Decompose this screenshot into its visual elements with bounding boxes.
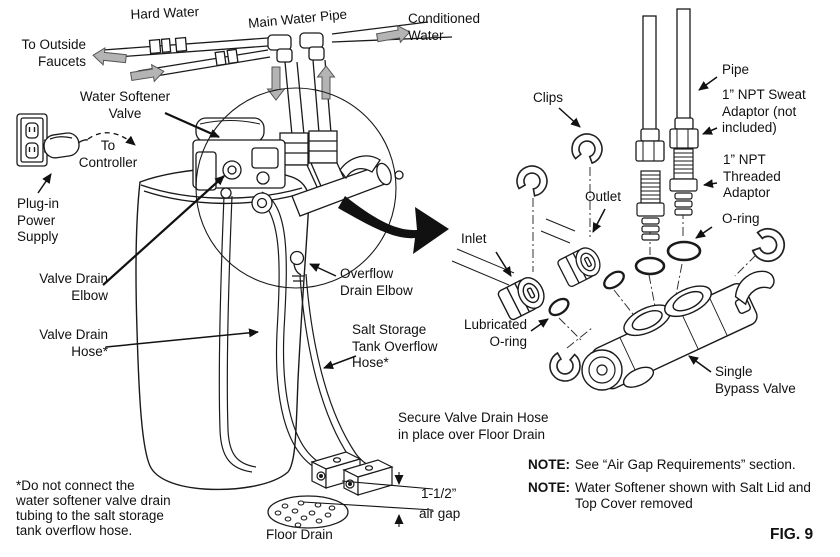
- label-conditioned-water: Conditioned Water: [408, 11, 481, 43]
- overflow-elbow-drawing: [289, 250, 305, 282]
- floor-drain-drawing: [267, 495, 349, 529]
- inlet-fitting-drawing: [497, 277, 545, 321]
- power-plug-drawing: [43, 132, 89, 159]
- label-valve-drain-elbow: Valve Drain Elbow: [39, 271, 108, 303]
- label-salt-storage-tank-overflow-hose: Salt Storage Tank Overflow Hose*: [352, 322, 438, 370]
- label-inlet: Inlet: [461, 231, 487, 246]
- note-text: Water Softener shown with Salt Lid and T…: [575, 480, 811, 511]
- air-gap-dimension: [302, 472, 434, 527]
- label-air-gap-size: 1-1/2”: [421, 486, 457, 501]
- bypass-valve-drawing: [581, 270, 775, 391]
- footnote: *Do not connect the water softener valve…: [16, 478, 171, 538]
- note-label: NOTE:: [528, 480, 570, 495]
- wall-outlet-drawing: [16, 113, 48, 167]
- label-pipe: Pipe: [722, 62, 750, 77]
- axis-rails: [451, 218, 576, 286]
- outlet-fitting-drawing: [557, 247, 601, 288]
- label-hard-water: Hard Water: [130, 4, 200, 23]
- main-water-pipe-drawing: [102, 21, 453, 80]
- label-air-gap: air gap: [419, 506, 461, 521]
- zoom-callout-arrow: [338, 196, 449, 254]
- figure-number: FIG. 9: [770, 526, 814, 543]
- salt-tank-drawing: [135, 167, 310, 491]
- label-clips: Clips: [533, 90, 564, 105]
- label-o-ring: O-ring: [722, 211, 760, 226]
- label-to-outside-faucets: To Outside Faucets: [21, 37, 86, 69]
- callout-circle: [195, 87, 397, 289]
- label-single-bypass-valve: Single Bypass Valve: [715, 364, 796, 396]
- label-floor-drain: Floor Drain: [266, 527, 333, 542]
- to-controller-dashed-arrow: [87, 132, 136, 146]
- centerlines: [532, 167, 757, 349]
- exploded-pipes-drawing: [642, 8, 691, 131]
- threaded-adaptors-drawing: [636, 148, 698, 241]
- label-npt-sweat-adaptor: 1” NPT Sweat Adaptor (not included): [722, 87, 806, 135]
- sweat-adaptors-drawing: [635, 117, 699, 162]
- note-salt-lid: NOTE: Water Softener shown with Salt Lid…: [528, 480, 811, 511]
- label-valve-drain-hose: Valve Drain Hose*: [39, 327, 108, 359]
- label-outlet: Outlet: [585, 189, 622, 204]
- note-text: See “Air Gap Requirements” section.: [575, 457, 796, 472]
- right-leader-arrows: [495, 76, 718, 373]
- softener-valve-drawing: [192, 117, 286, 199]
- label-secure-valve-drain-hose: Secure Valve Drain Hose in place over Fl…: [398, 410, 549, 442]
- left-leader-arrows: [37, 111, 357, 370]
- unit-bypass-drawing: [251, 155, 404, 217]
- label-to-controller: To Controller: [78, 138, 138, 170]
- note-air-gap: NOTE: See “Air Gap Requirements” section…: [528, 457, 796, 473]
- blocks-drawing: [310, 451, 394, 496]
- label-plug-in-power-supply: Plug-in Power Supply: [17, 196, 60, 244]
- label-overflow-drain-elbow: Overflow Drain Elbow: [340, 266, 413, 298]
- note-label: NOTE:: [528, 457, 570, 472]
- label-npt-threaded-adaptor: 1” NPT Threaded Adaptor: [723, 152, 781, 200]
- label-water-softener-valve: Water Softener Valve: [79, 89, 171, 121]
- label-lubricated-o-ring: Lubricated O-ring: [463, 317, 527, 349]
- o-rings-drawing: [548, 240, 702, 317]
